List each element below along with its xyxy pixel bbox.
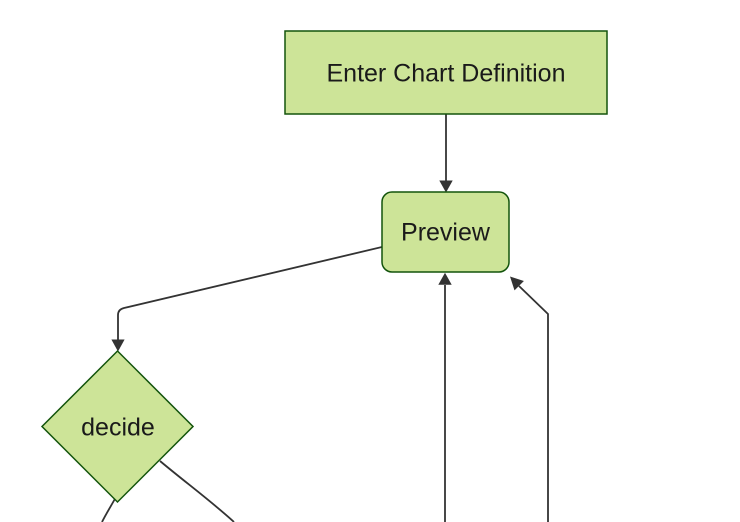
node-decide-shape — [40, 349, 195, 504]
arrowhead-up-icon — [438, 272, 452, 285]
node-preview-label: Preview — [401, 219, 491, 247]
edge-line — [159, 460, 235, 522]
edge-decide-to-offscreen-left — [101, 496, 117, 522]
node-enter-chart-definition-shape — [284, 30, 608, 115]
node-preview-shape — [381, 191, 510, 273]
arrowhead-down-icon — [111, 339, 125, 352]
node-decide: decide — [40, 349, 195, 504]
node-enter-chart-definition: Enter Chart Definition — [284, 30, 608, 115]
edge-line — [101, 496, 117, 522]
edge-offscreen-edit-to-preview — [510, 276, 549, 522]
edge-preview-to-decide — [111, 246, 383, 352]
edge-offscreen-keep-to-preview — [438, 272, 452, 522]
edge-enter-chart-definition-to-preview — [439, 114, 453, 193]
arrowhead-down-icon — [439, 180, 453, 193]
node-preview: Preview — [381, 191, 510, 273]
node-decide-label: decide — [81, 414, 155, 442]
edge-line — [518, 285, 549, 522]
arrowhead-up-left-icon — [510, 276, 524, 291]
node-enter-chart-definition-label: Enter Chart Definition — [326, 60, 565, 88]
edge-line — [117, 246, 383, 340]
edge-decide-to-offscreen-right — [159, 460, 235, 522]
